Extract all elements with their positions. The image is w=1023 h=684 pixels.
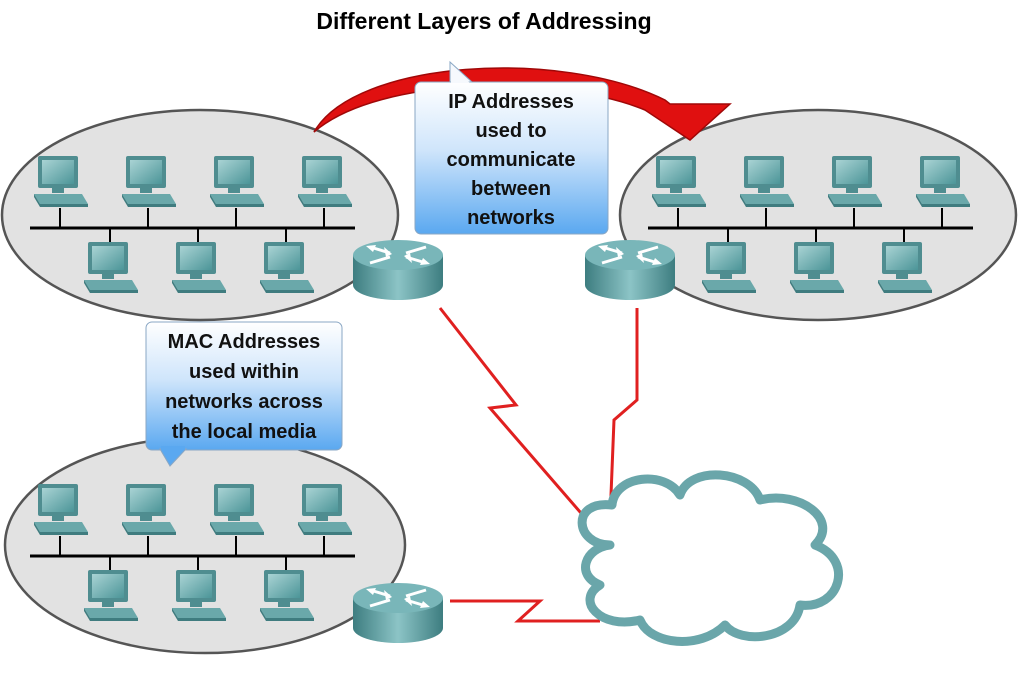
wan-links bbox=[438, 307, 639, 623]
diagram-title: Different Layers of Addressing bbox=[316, 8, 652, 34]
wan-link-left-router bbox=[438, 307, 602, 536]
ip-callout-line-5: networks bbox=[467, 207, 555, 229]
ip-callout: IP Addresses used to communicate between… bbox=[414, 60, 609, 235]
wan-link-bottom-router bbox=[450, 599, 600, 623]
network-top-left bbox=[0, 108, 400, 322]
mac-callout-line-4: the local media bbox=[172, 421, 317, 443]
network-top-right bbox=[618, 108, 1018, 322]
router-icon bbox=[351, 581, 445, 645]
mac-callout-line-2: used within bbox=[189, 361, 299, 383]
mac-callout: MAC Addresses used within networks acros… bbox=[145, 321, 343, 467]
ip-callout-line-3: communicate bbox=[447, 149, 576, 171]
wan-link-right-router bbox=[608, 308, 639, 521]
mac-callout-line-3: networks across bbox=[165, 391, 323, 413]
ip-callout-line-4: between bbox=[471, 178, 551, 200]
mac-callout-line-1: MAC Addresses bbox=[168, 331, 321, 353]
ip-callout-line-2: used to bbox=[475, 120, 546, 142]
cloud-icon bbox=[577, 470, 843, 646]
router-icon bbox=[583, 238, 677, 302]
network-bottom-left bbox=[3, 435, 407, 655]
router-icon bbox=[351, 238, 445, 302]
ip-callout-line-1: IP Addresses bbox=[448, 91, 574, 113]
